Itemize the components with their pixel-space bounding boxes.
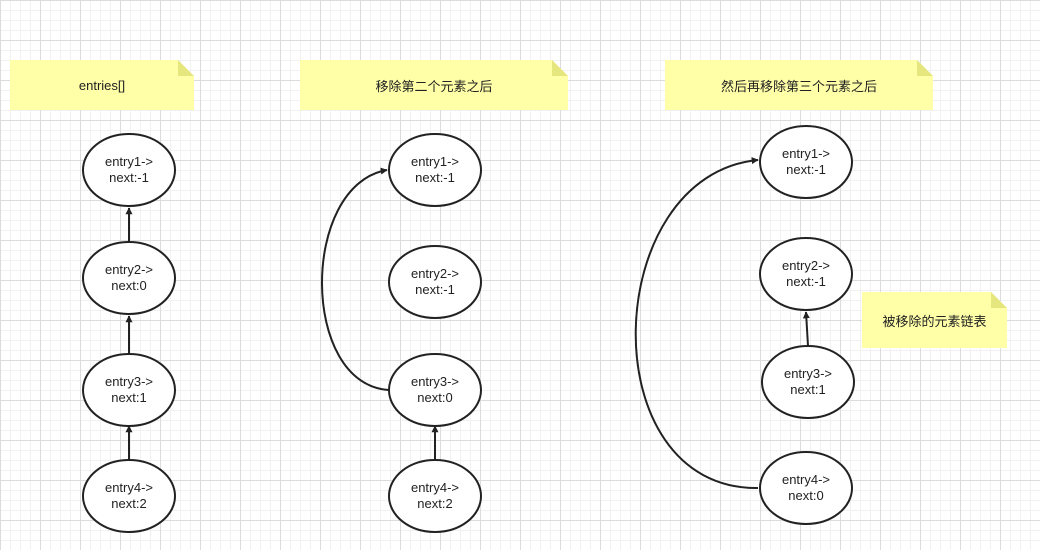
col3-entry4-node: entry4-> next:0 <box>759 451 853 525</box>
col2-entry4-label: entry4-> <box>410 480 460 495</box>
col2-entry2-next: next:-1 <box>415 282 455 297</box>
node-outlines <box>82 125 855 533</box>
col2-entry3-label: entry3-> <box>410 374 460 389</box>
note-after-remove-third-shape <box>665 60 933 110</box>
col2-entry1-node: entry1-> next:-1 <box>388 133 482 207</box>
note-entries: entries[] <box>10 60 194 110</box>
note-entries-text: entries[] <box>78 77 126 93</box>
col1-entry1-next: next:-1 <box>109 170 149 185</box>
col3-entry4-label: entry4-> <box>781 472 831 487</box>
col2-entry2-shape <box>388 245 482 319</box>
col3-entry2-label: entry2-> <box>781 258 831 273</box>
note-removed-list-shape <box>862 292 1007 348</box>
col3-entry1-shape <box>759 125 853 199</box>
col3-entry3-node: entry3-> next:1 <box>761 345 855 419</box>
arrow-col2-entry3-to-entry1 <box>321 167 390 391</box>
col2-entry4-node: entry4-> next:2 <box>388 459 482 533</box>
arrow-col3-entry3-to-entry2 <box>802 311 810 347</box>
col3-entry2-next: next:-1 <box>786 274 826 289</box>
col3-entry1-next: next:-1 <box>786 162 826 177</box>
col3-entry4-shape <box>759 451 853 525</box>
col1-entry2-next: next:0 <box>111 278 147 293</box>
col2-entry1-label: entry1-> <box>410 154 460 169</box>
note-after-remove-third-text: 然后再移除第三个元素之后 <box>720 78 877 94</box>
col1-entry2-node: entry2-> next:0 <box>82 241 176 315</box>
col1-entry3-label: entry3-> <box>104 374 154 389</box>
col1-entry3-node: entry3-> next:1 <box>82 353 176 427</box>
note-after-remove-second: 移除第二个元素之后 <box>300 60 568 110</box>
arrow-col3-entry4-to-entry1 <box>634 157 759 490</box>
col1-entry4-next: next:2 <box>111 496 147 511</box>
col3-entry3-next: next:1 <box>790 382 826 397</box>
note-removed-list-text: 被移除的元素链表 <box>882 313 987 329</box>
col1-entry1-label: entry1-> <box>104 154 154 169</box>
col3-entry2-shape <box>759 237 853 311</box>
note-after-remove-third: 然后再移除第三个元素之后 <box>665 60 933 110</box>
note-after-remove-second-text: 移除第二个元素之后 <box>375 78 493 94</box>
note-removed-list: 被移除的元素链表 <box>862 292 1007 348</box>
col2-entry4-next: next:2 <box>417 496 453 511</box>
col1-entry2-label: entry2-> <box>104 262 154 277</box>
col2-entry2-label: entry2-> <box>410 266 460 281</box>
col3-entry1-label: entry1-> <box>781 146 831 161</box>
col3-entry1-node: entry1-> next:-1 <box>759 125 853 199</box>
col1-entry4-label: entry4-> <box>104 480 154 495</box>
col2-entry1-shape <box>388 133 482 207</box>
note-entries-shape <box>10 60 194 110</box>
col2-entry1-next: next:-1 <box>415 170 455 185</box>
col3-entry4-next: next:0 <box>788 488 824 503</box>
col3-entry3-label: entry3-> <box>783 366 833 381</box>
note-after-remove-second-shape <box>300 60 568 110</box>
col1-entry4-node: entry4-> next:2 <box>82 459 176 533</box>
col3-entry2-node: entry2-> next:-1 <box>759 237 853 311</box>
col2-entry3-node: entry3-> next:0 <box>388 353 482 427</box>
col2-entry2-node: entry2-> next:-1 <box>388 245 482 319</box>
col1-entry1-shape <box>82 133 176 207</box>
col1-entry3-next: next:1 <box>111 390 147 405</box>
col2-entry3-next: next:0 <box>417 390 453 405</box>
col1-entry1-node: entry1-> next:-1 <box>82 133 176 207</box>
